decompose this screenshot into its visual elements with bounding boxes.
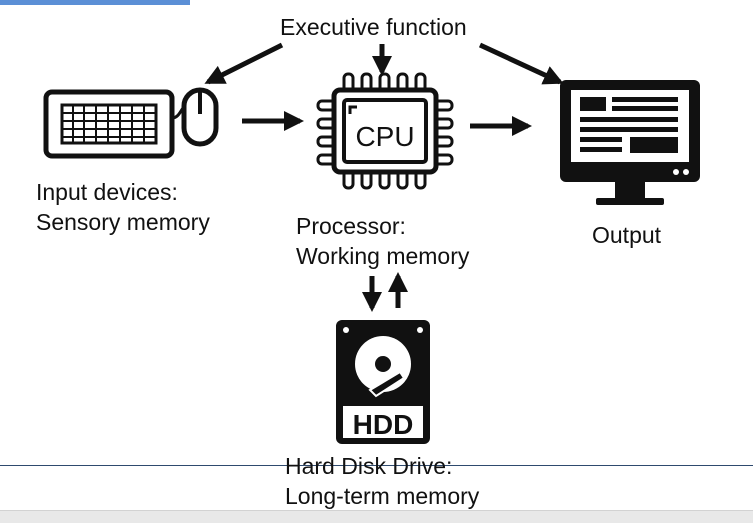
sensory-memory-label: Sensory memory bbox=[36, 209, 210, 235]
cpu-icon-label: CPU bbox=[355, 121, 414, 152]
cpu-icon: CPU bbox=[316, 72, 454, 190]
working-memory-label: Working memory bbox=[296, 243, 470, 269]
bottom-strip bbox=[0, 510, 753, 523]
arrow-exec-to-input bbox=[204, 42, 284, 85]
mouse-icon bbox=[181, 87, 219, 147]
processor-label: Processor: bbox=[296, 213, 406, 239]
input-devices-label: Input devices: bbox=[36, 179, 178, 205]
divider-line bbox=[0, 465, 753, 466]
output-label: Output bbox=[592, 222, 662, 248]
hdd-icon: HDD bbox=[336, 320, 430, 444]
arrow-exec-to-output bbox=[478, 42, 564, 85]
keyboard-icon bbox=[43, 89, 185, 159]
executive-function-label: Executive function bbox=[280, 14, 467, 40]
long-term-memory-label: Long-term memory bbox=[285, 483, 480, 509]
monitor-icon bbox=[560, 80, 700, 205]
hard-disk-drive-label: Hard Disk Drive: bbox=[285, 453, 453, 479]
title-accent-bar bbox=[0, 0, 190, 5]
hdd-icon-label: HDD bbox=[353, 409, 414, 440]
